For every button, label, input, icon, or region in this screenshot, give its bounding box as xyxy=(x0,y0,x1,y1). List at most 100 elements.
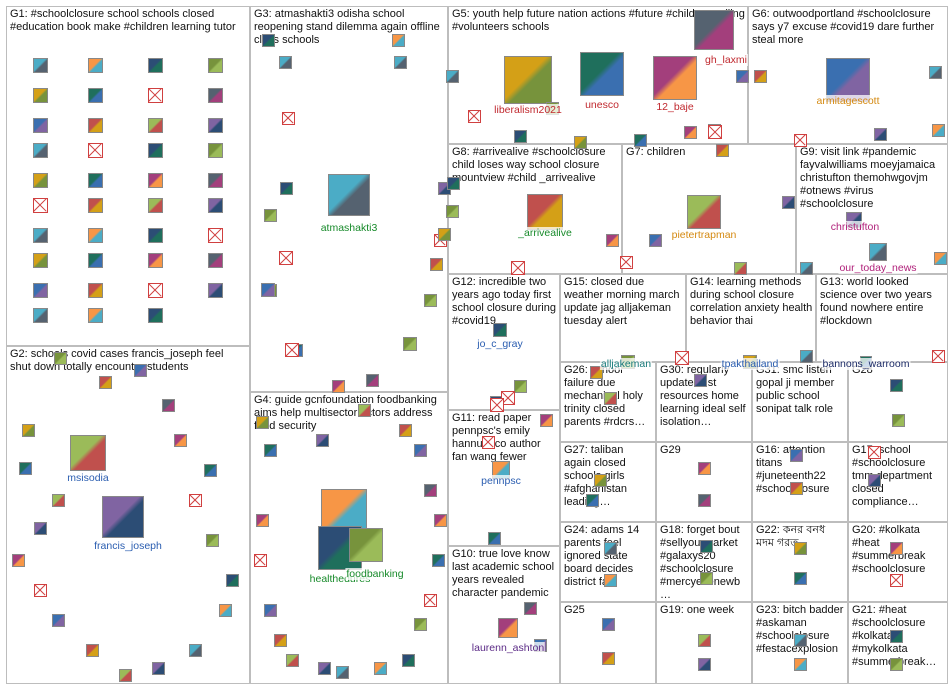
our-today-news-avatar[interactable] xyxy=(869,243,887,261)
user-avatar[interactable] xyxy=(697,657,711,671)
user-avatar[interactable] xyxy=(335,665,349,679)
user-avatar[interactable] xyxy=(317,661,331,675)
user-avatar[interactable] xyxy=(799,261,813,275)
user-avatar[interactable] xyxy=(32,87,48,103)
missing-avatar-icon[interactable] xyxy=(708,125,722,139)
liberalism2021-avatar[interactable] xyxy=(504,56,552,104)
user-avatar[interactable] xyxy=(401,653,415,667)
missing-avatar-icon[interactable] xyxy=(481,435,495,449)
user-avatar[interactable] xyxy=(51,613,65,627)
user-avatar[interactable] xyxy=(799,349,813,363)
user-avatar[interactable] xyxy=(263,603,277,617)
user-avatar[interactable] xyxy=(207,252,223,268)
user-avatar[interactable] xyxy=(147,57,163,73)
user-avatar[interactable] xyxy=(699,539,713,553)
user-avatar[interactable] xyxy=(429,257,443,271)
user-avatar[interactable] xyxy=(21,423,35,437)
user-avatar[interactable] xyxy=(151,661,165,675)
user-avatar[interactable] xyxy=(147,227,163,243)
user-avatar[interactable] xyxy=(53,351,67,365)
user-avatar[interactable] xyxy=(147,172,163,188)
user-avatar[interactable] xyxy=(413,443,427,457)
user-avatar[interactable] xyxy=(446,176,460,190)
user-avatar[interactable] xyxy=(173,433,187,447)
user-avatar[interactable] xyxy=(279,181,293,195)
user-avatar[interactable] xyxy=(85,643,99,657)
user-avatar[interactable] xyxy=(889,541,903,555)
missing-avatar-icon[interactable] xyxy=(32,197,48,213)
user-avatar[interactable] xyxy=(255,513,269,527)
user-avatar[interactable] xyxy=(18,461,32,475)
arrivealive-avatar[interactable] xyxy=(527,194,563,230)
missing-avatar-icon[interactable] xyxy=(867,445,881,459)
missing-avatar-icon[interactable] xyxy=(511,261,525,275)
user-avatar[interactable] xyxy=(203,463,217,477)
user-avatar[interactable] xyxy=(697,493,711,507)
user-avatar[interactable] xyxy=(603,391,617,405)
user-avatar[interactable] xyxy=(928,65,942,79)
user-avatar[interactable] xyxy=(32,117,48,133)
user-avatar[interactable] xyxy=(445,69,459,83)
missing-avatar-icon[interactable] xyxy=(285,343,299,357)
user-avatar[interactable] xyxy=(633,133,647,147)
user-avatar[interactable] xyxy=(753,69,767,83)
missing-avatar-icon[interactable] xyxy=(793,133,807,147)
12-baje-avatar[interactable] xyxy=(653,56,697,100)
user-avatar[interactable] xyxy=(87,117,103,133)
user-avatar[interactable] xyxy=(11,553,25,567)
user-avatar[interactable] xyxy=(373,661,387,675)
user-avatar[interactable] xyxy=(315,433,329,447)
user-avatar[interactable] xyxy=(255,415,269,429)
user-avatar[interactable] xyxy=(133,363,147,377)
user-avatar[interactable] xyxy=(263,208,277,222)
user-avatar[interactable] xyxy=(889,378,903,392)
gh-laxmi-avatar[interactable] xyxy=(694,10,734,50)
user-avatar[interactable] xyxy=(523,601,537,615)
user-avatar[interactable] xyxy=(147,307,163,323)
user-avatar[interactable] xyxy=(423,293,437,307)
user-avatar[interactable] xyxy=(603,573,617,587)
francis-joseph-avatar[interactable] xyxy=(102,496,144,538)
user-avatar[interactable] xyxy=(205,533,219,547)
user-avatar[interactable] xyxy=(735,69,749,83)
user-avatar[interactable] xyxy=(793,633,807,647)
missing-avatar-icon[interactable] xyxy=(188,493,202,507)
user-avatar[interactable] xyxy=(603,541,617,555)
user-avatar[interactable] xyxy=(147,197,163,213)
user-avatar[interactable] xyxy=(32,252,48,268)
user-avatar[interactable] xyxy=(789,481,803,495)
user-avatar[interactable] xyxy=(589,365,603,379)
user-avatar[interactable] xyxy=(188,643,202,657)
user-avatar[interactable] xyxy=(147,142,163,158)
user-avatar[interactable] xyxy=(699,571,713,585)
atmashakti3-avatar[interactable] xyxy=(328,174,370,216)
user-avatar[interactable] xyxy=(931,123,945,137)
missing-avatar-icon[interactable] xyxy=(147,282,163,298)
user-avatar[interactable] xyxy=(365,373,379,387)
user-avatar[interactable] xyxy=(445,204,459,218)
user-avatar[interactable] xyxy=(87,87,103,103)
user-avatar-s[interactable] xyxy=(403,337,417,351)
user-avatar[interactable] xyxy=(513,129,527,143)
user-avatar[interactable] xyxy=(207,197,223,213)
user-avatar[interactable] xyxy=(781,195,795,209)
user-avatar[interactable] xyxy=(263,443,277,457)
missing-avatar-icon[interactable] xyxy=(279,251,293,265)
user-avatar[interactable] xyxy=(87,172,103,188)
user-avatar[interactable] xyxy=(32,227,48,243)
user-avatar[interactable] xyxy=(891,413,905,427)
missing-avatar-icon[interactable] xyxy=(467,109,481,123)
user-avatar[interactable] xyxy=(398,423,412,437)
user-avatar[interactable] xyxy=(207,142,223,158)
user-avatar[interactable] xyxy=(87,57,103,73)
user-avatar[interactable] xyxy=(98,375,112,389)
missing-avatar-icon[interactable] xyxy=(87,142,103,158)
user-avatar[interactable] xyxy=(32,282,48,298)
user-avatar[interactable] xyxy=(225,573,239,587)
user-avatar[interactable] xyxy=(218,603,232,617)
user-avatar[interactable] xyxy=(32,172,48,188)
missing-avatar-icon[interactable] xyxy=(207,227,223,243)
user-avatar[interactable] xyxy=(207,117,223,133)
user-avatar[interactable] xyxy=(87,197,103,213)
missing-avatar-icon[interactable] xyxy=(33,583,47,597)
